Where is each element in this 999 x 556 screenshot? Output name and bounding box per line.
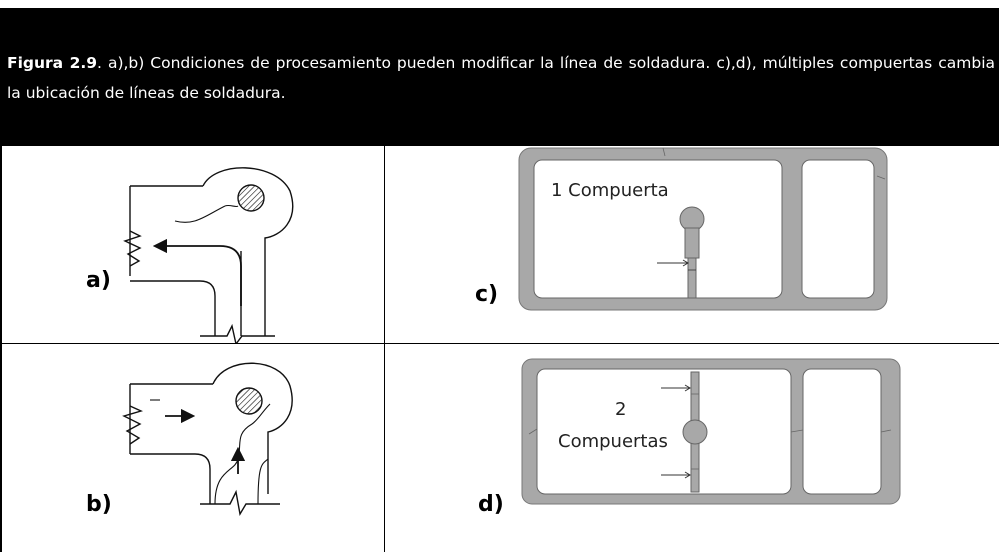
panel-a: a) <box>0 146 384 346</box>
panel-a-label: a) <box>86 268 111 293</box>
mold-part-one-gate: 1 Compuerta <box>518 147 888 311</box>
two-gates-number: 2 <box>615 399 626 420</box>
panel-b-label: b) <box>86 492 112 517</box>
figure-caption: Figura 2.9. a),b) Condiciones de procesa… <box>0 0 999 146</box>
table-divider-vertical <box>384 146 385 552</box>
weld-line-diagram-a <box>123 167 294 346</box>
panel-c: 1 Compuerta c) <box>385 146 999 343</box>
caption-figure-number: Figura 2.9 <box>7 54 98 72</box>
weld-line-diagram-b <box>122 362 293 516</box>
mold-part-two-gates: 2 Compuertas <box>521 358 901 505</box>
panel-c-label: c) <box>475 282 499 307</box>
panel-b: b) <box>0 344 384 552</box>
panel-d-label: d) <box>478 492 504 517</box>
table-divider-horizontal <box>0 343 999 344</box>
panel-d: 2 Compuertas d) <box>385 344 999 552</box>
one-gate-label: 1 Compuerta <box>551 180 669 201</box>
figure-table <box>0 146 999 552</box>
two-gates-label: Compuertas <box>558 431 668 452</box>
caption-body: . a),b) Condiciones de procesamiento pue… <box>7 54 995 102</box>
caption-text: Figura 2.9. a),b) Condiciones de procesa… <box>7 48 995 108</box>
